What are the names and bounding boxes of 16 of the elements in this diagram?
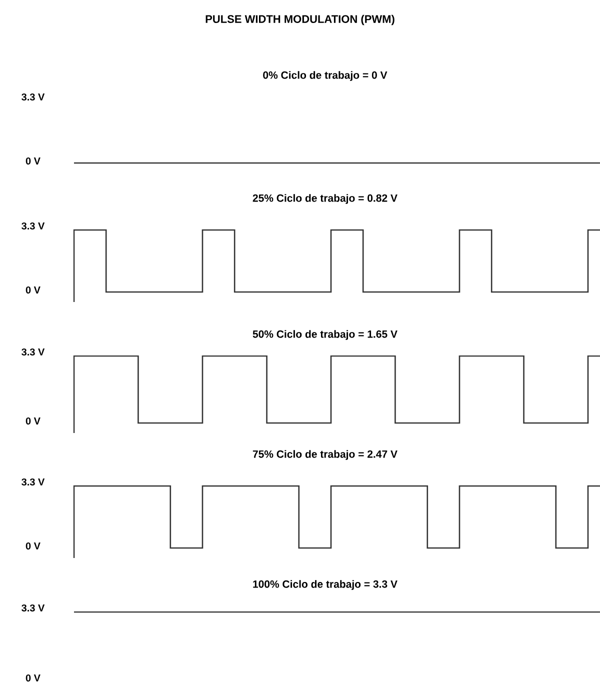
panel-heading: 25% Ciclo de trabajo = 0.82 V (252, 194, 398, 204)
axis-label: 3.3 V (22, 348, 45, 356)
panel-heading: 100% Ciclo de trabajo = 3.3 V (253, 580, 398, 590)
axis-label: 3.3 V (22, 222, 45, 230)
axis-label: 0 V (26, 286, 40, 294)
title: PULSE WIDTH MODULATION (PWM) (206, 14, 394, 26)
panel-heading: 50% Ciclo de trabajo = 1.65 V (252, 330, 398, 340)
panel-heading: 75% Ciclo de trabajo = 2.47 V (252, 450, 398, 460)
axis-label: 3.3 V (22, 604, 45, 612)
axis-label: 0 V (26, 674, 40, 682)
axis-label: 0 V (26, 157, 40, 165)
axis-label: 0 V (26, 542, 40, 550)
panel-heading: 0% Ciclo de trabajo = 0 V (263, 71, 388, 81)
axis-label: 3.3 V (22, 478, 45, 486)
axis-label: 3.3 V (22, 93, 45, 101)
axis-label: 0 V (26, 417, 40, 425)
